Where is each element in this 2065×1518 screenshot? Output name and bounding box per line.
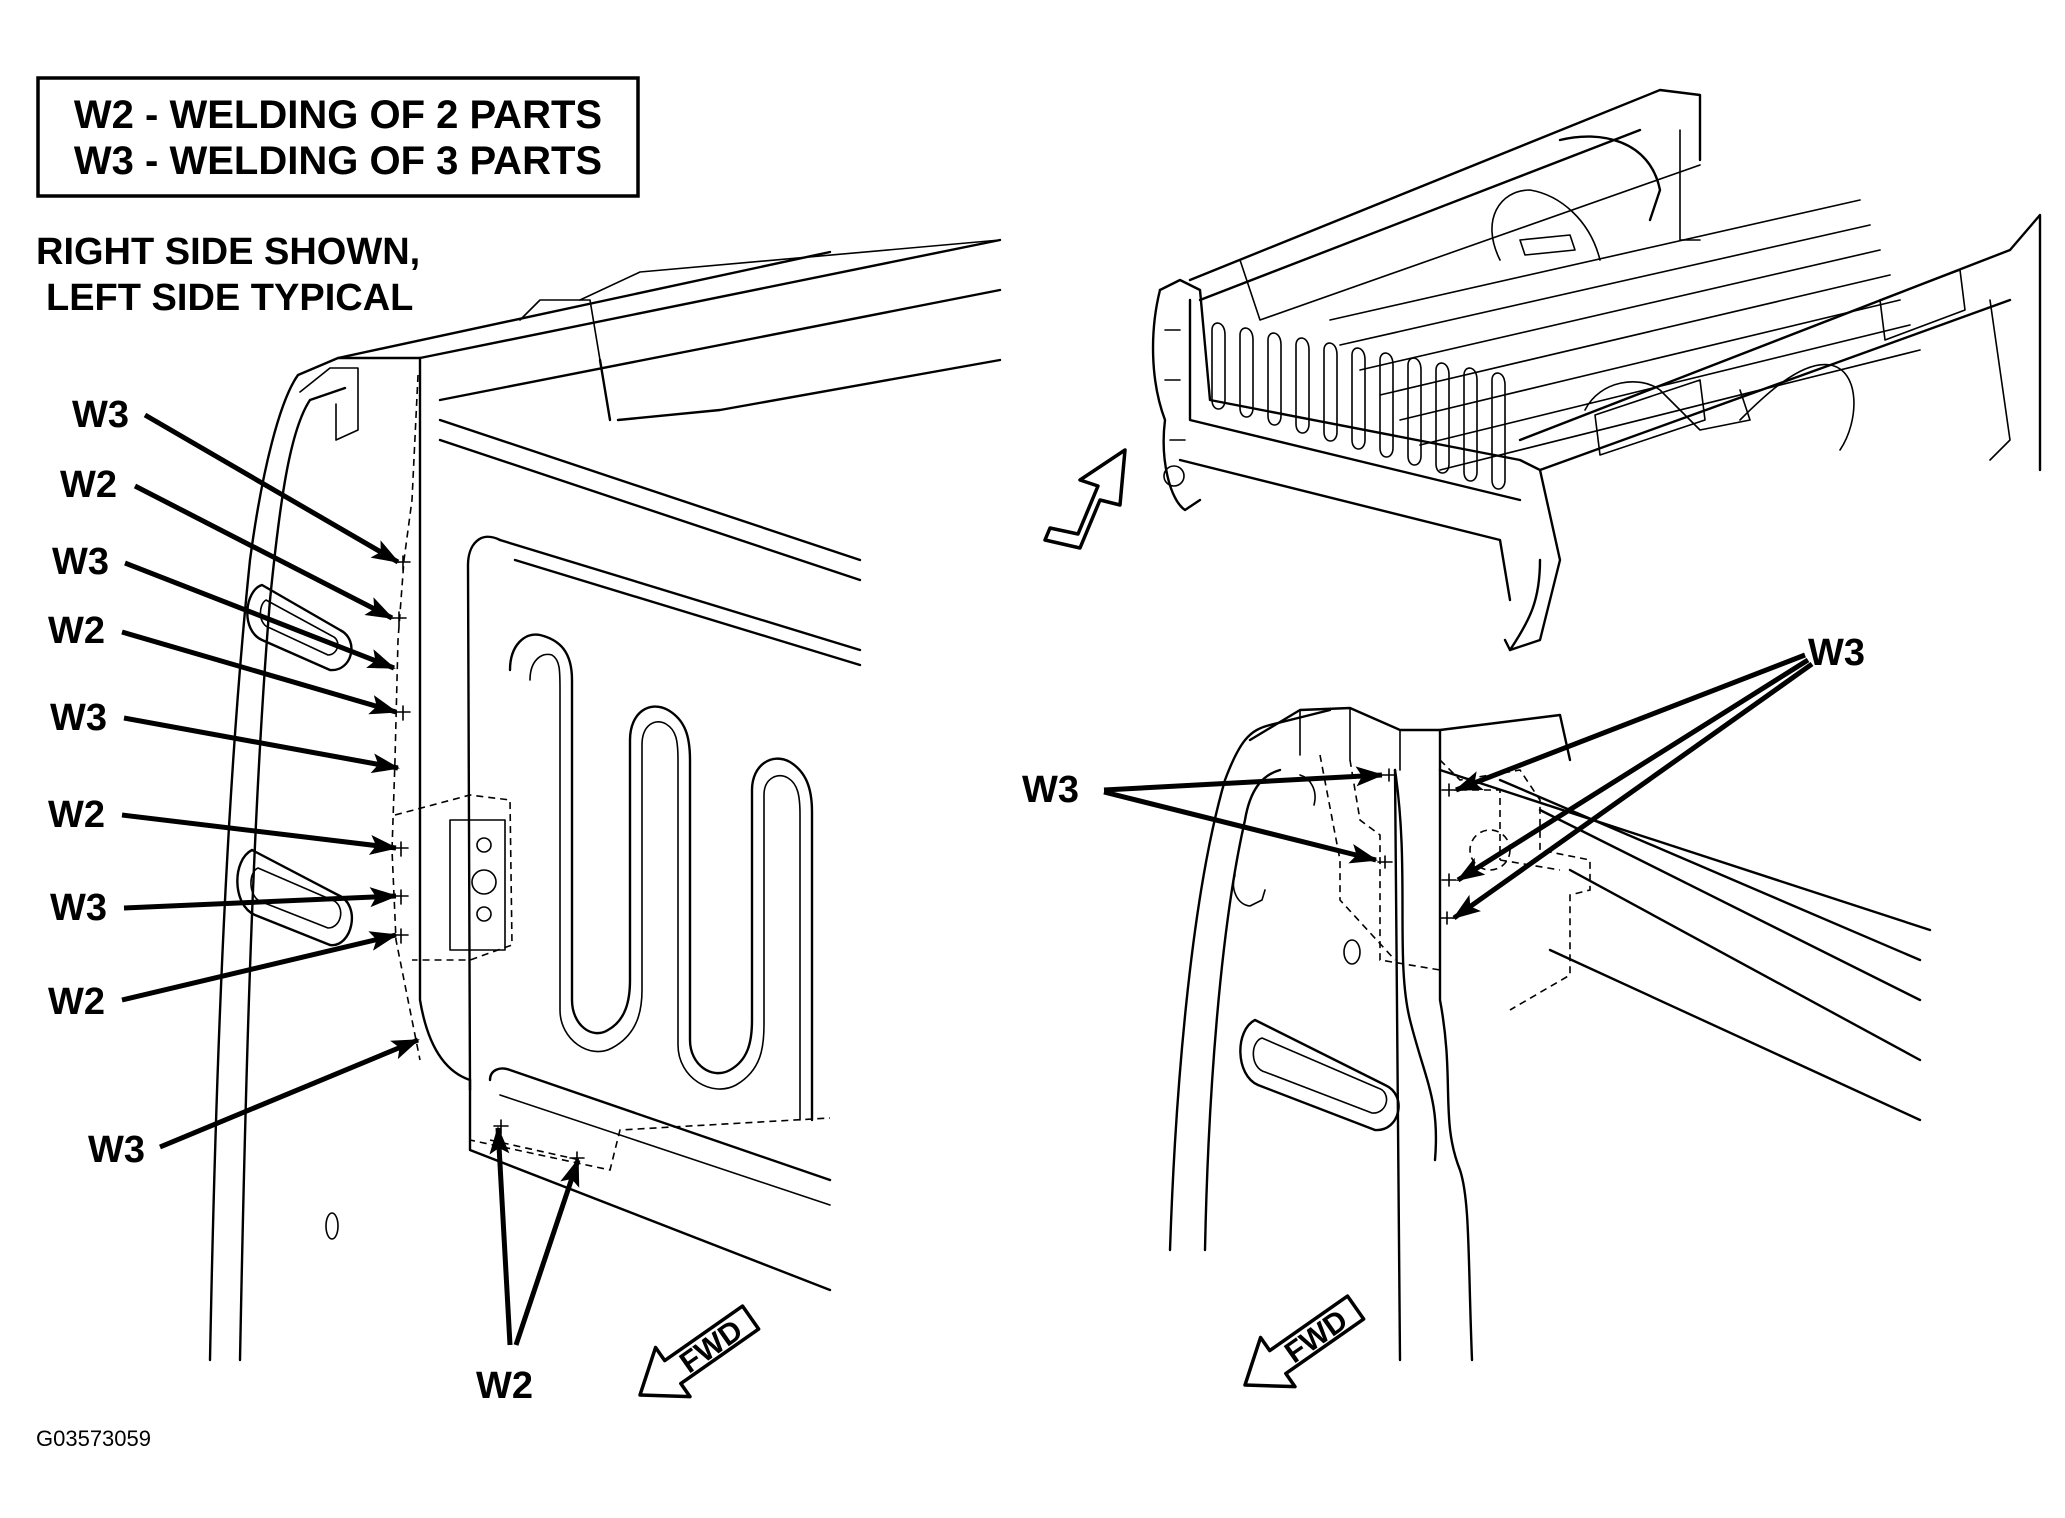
- right-detail-drawing: [1168, 706, 1932, 1362]
- callout-left-5: W3: [50, 697, 107, 739]
- right-weld-callouts: W3 W3: [1022, 632, 1865, 921]
- callout-bottom-w2: W2: [476, 1365, 533, 1407]
- left-detail-drawing: [208, 238, 1002, 1362]
- side-note: RIGHT SIDE SHOWN, LEFT SIDE TYPICAL: [36, 231, 420, 319]
- callout-left-8: W2: [48, 981, 105, 1023]
- fwd-arrow-left: FWD: [638, 1304, 761, 1399]
- callout-right-right-w3: W3: [1808, 632, 1865, 674]
- callout-left-7: W3: [50, 887, 107, 929]
- callout-left-1: W3: [72, 394, 129, 436]
- callout-left-4: W2: [48, 610, 105, 652]
- fwd-arrow-right: FWD: [1243, 1294, 1366, 1389]
- callout-left-2: W2: [60, 464, 117, 506]
- side-note-line2: LEFT SIDE TYPICAL: [46, 277, 413, 319]
- callout-left-9: W3: [88, 1129, 145, 1171]
- truck-bed-overview: [1043, 88, 2042, 652]
- callout-left-3: W3: [52, 541, 109, 583]
- legend-line-w2: W2 - WELDING OF 2 PARTS: [74, 93, 602, 137]
- legend-box: W2 - WELDING OF 2 PARTS W3 - WELDING OF …: [36, 76, 640, 198]
- left-weld-callouts: W3 W2 W3 W2 W3 W2 W3 W2 W3 W2: [48, 394, 581, 1407]
- figure-code: G03573059: [36, 1426, 151, 1451]
- legend-line-w3: W3 - WELDING OF 3 PARTS: [74, 139, 602, 183]
- side-note-line1: RIGHT SIDE SHOWN,: [36, 231, 420, 273]
- callout-right-left-w3: W3: [1022, 769, 1079, 811]
- callout-left-6: W2: [48, 794, 105, 836]
